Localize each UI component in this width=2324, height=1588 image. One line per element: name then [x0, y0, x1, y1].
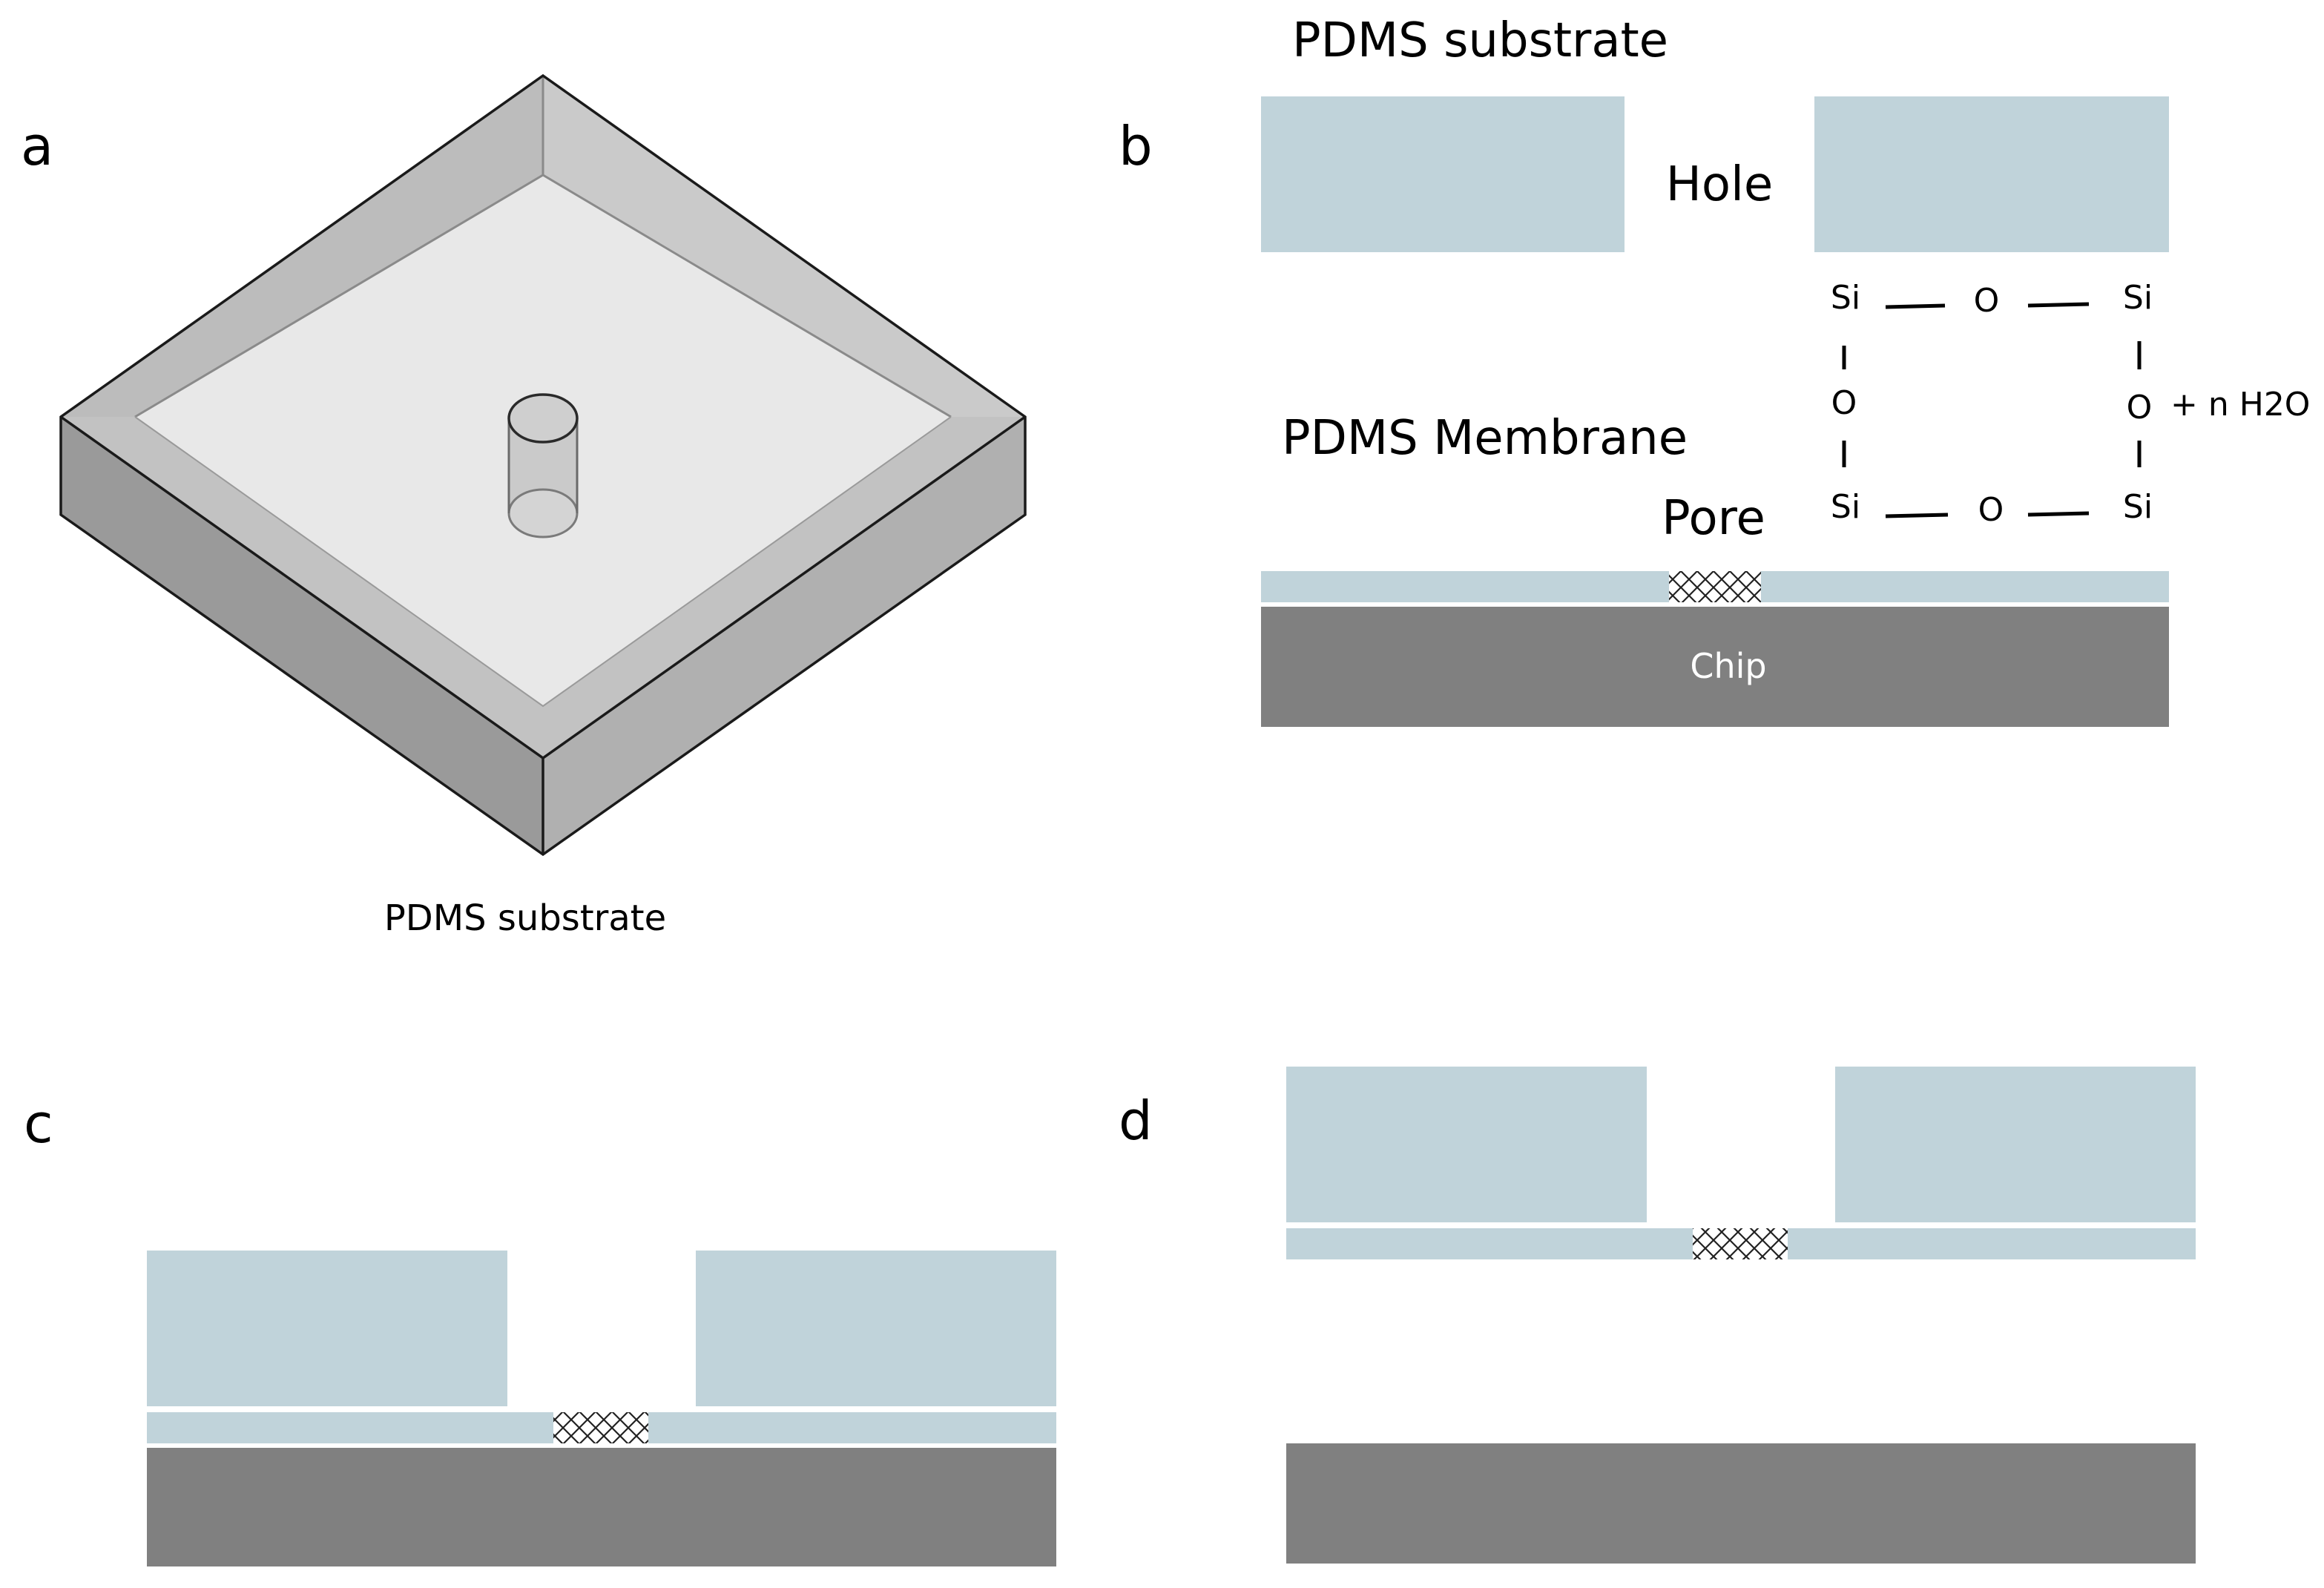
pdms-substrate-right-block	[1814, 96, 2169, 252]
pdms-substrate-right-block	[1835, 1067, 2196, 1222]
panel-a-caption: PDMS substrate	[384, 897, 666, 939]
o-left: O	[1831, 384, 1857, 422]
box-right-side	[543, 417, 1025, 854]
hole-cylinder	[507, 393, 579, 538]
bond-o-si-bottom-right	[2027, 511, 2090, 517]
panel-b: b PDMS substrate Hole Si O Si O O + n H2…	[1119, 13, 2310, 727]
box-inner-front-edges	[134, 416, 952, 708]
si-top-left: Si	[1831, 279, 1860, 317]
chip	[1286, 1443, 2196, 1564]
pdms-membrane-label: PDMS Membrane	[1282, 411, 1688, 466]
bond-si-o-top-left	[1885, 303, 1946, 309]
pore-label: Pore	[1662, 491, 1765, 546]
si-bottom-left: Si	[1831, 488, 1860, 526]
siloxane-structure: Si O Si O O + n H2O Si O Si	[1831, 279, 2311, 529]
pdms-substrate-left-block	[1261, 96, 1625, 252]
o-bottom: O	[1978, 491, 2004, 529]
pdms-substrate-left-block	[1286, 1067, 1647, 1222]
panel-a: a PDMS substrate	[21, 73, 1027, 939]
si-bottom-right: Si	[2123, 488, 2153, 526]
chip	[147, 1448, 1056, 1566]
box-left-side	[61, 417, 543, 854]
bond-si-o-bottom-left	[1885, 513, 1949, 518]
pore	[1693, 1228, 1788, 1259]
si-top-right: Si	[2123, 279, 2153, 317]
pore	[553, 1412, 648, 1443]
o-top: O	[1974, 282, 2000, 320]
panel-d: d	[1119, 1067, 2196, 1564]
pdms-substrate-right-block	[696, 1251, 1056, 1406]
pore	[1669, 571, 1761, 602]
panel-b-label: b	[1119, 115, 1153, 177]
byproduct-label: + n H2O	[2170, 386, 2310, 424]
panel-c-label: c	[24, 1093, 53, 1155]
pdms-substrate-3d	[59, 73, 1027, 857]
panel-b-substrate-label: PDMS substrate	[1292, 13, 1668, 68]
hole-label: Hole	[1666, 157, 1773, 212]
bond-o-si-top-right	[2027, 302, 2090, 308]
o-right: O	[2127, 389, 2153, 426]
chip-label: Chip	[1690, 646, 1766, 686]
panel-c: c	[24, 1093, 1056, 1566]
panel-a-label: a	[21, 115, 53, 177]
chip	[1261, 607, 2169, 727]
panel-d-label: d	[1119, 1090, 1153, 1152]
pdms-substrate-left-block	[147, 1251, 507, 1406]
